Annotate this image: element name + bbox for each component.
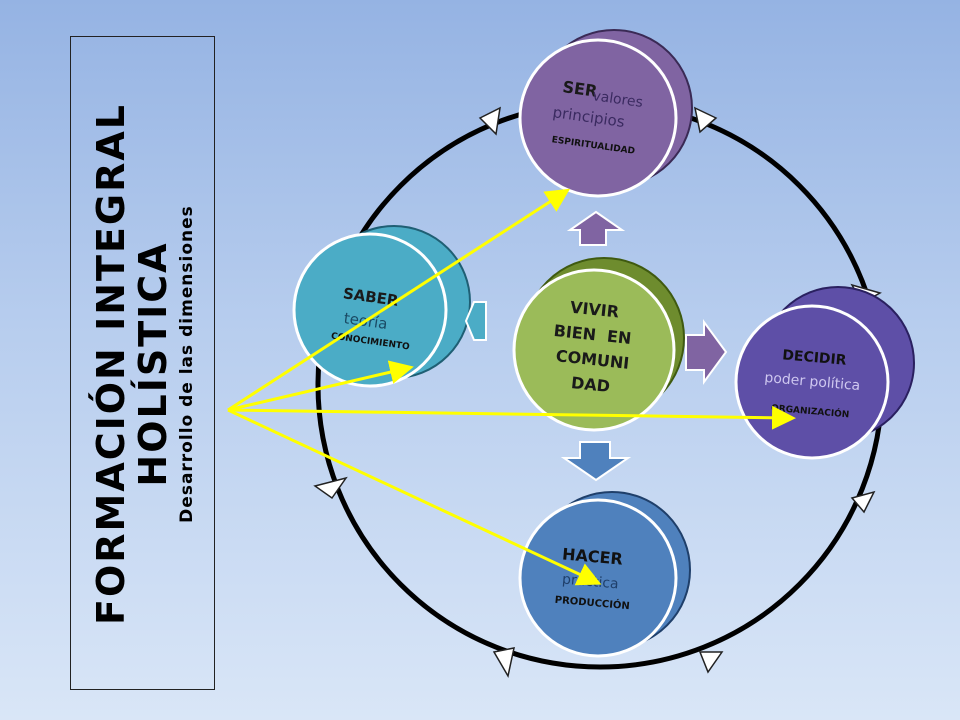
block-arrow-left	[464, 301, 487, 341]
node-hacer: HACER práctica PRODUCCIÓN	[518, 491, 691, 658]
ring-marker-4	[850, 490, 876, 514]
node-saber: SABER teoría CONOCIMIENTO	[292, 225, 471, 388]
decidir-title: DECIDIR	[782, 347, 848, 369]
yellow-arrows	[227, 188, 796, 586]
node-ser: SER valores principios ESPIRITUALIDAD	[518, 29, 693, 198]
ring-marker-5	[698, 651, 724, 674]
title-box: FORMACIÓN INTEGRAL HOLÍSTICA Desarrollo …	[70, 36, 215, 690]
arrow-to-ser	[227, 188, 571, 412]
center-node: VIVIR BIEN EN COMUNI DAD	[512, 257, 685, 432]
node-decidir: DECIDIR poder política ORGANIZACIÓN	[734, 286, 915, 460]
block-arrow-up	[566, 210, 626, 246]
arrow-to-saber	[227, 360, 414, 412]
block-arrows	[464, 210, 728, 482]
ring-marker-2	[693, 106, 718, 134]
center-line-4: DAD	[570, 373, 611, 396]
arrow-to-hacer	[227, 408, 602, 586]
block-arrow-right	[685, 318, 728, 386]
ring-marker-1	[478, 106, 501, 136]
ser-title: SER	[561, 77, 598, 101]
ring-marker-6	[492, 647, 515, 679]
ser-sub-inline: valores	[591, 88, 643, 111]
ring-marker-7	[313, 476, 348, 500]
arrow-to-decidir	[227, 405, 796, 430]
block-arrow-down	[560, 441, 632, 482]
